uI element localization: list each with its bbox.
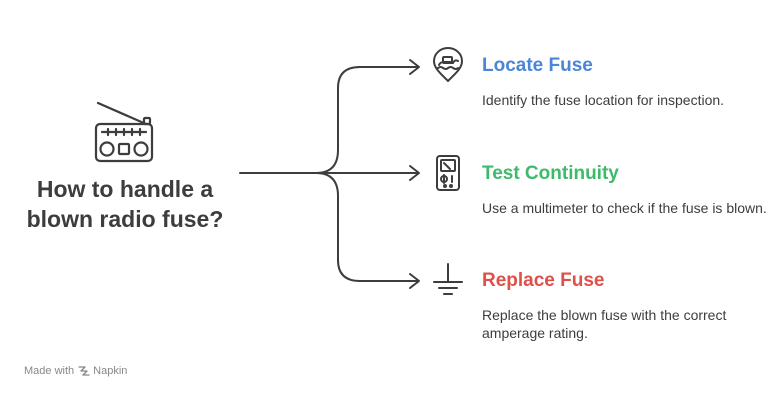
made-with-label: Made with xyxy=(24,365,75,377)
branch-description: Use a multimeter to check if the fuse is… xyxy=(482,200,767,216)
location-pin-icon xyxy=(433,47,463,82)
arrowhead-replace xyxy=(409,273,420,289)
arrowhead-test xyxy=(409,165,420,181)
footer-made-with: Made with Napkin xyxy=(24,365,127,377)
branch-title: Locate Fuse xyxy=(482,55,593,76)
connector-branch-locate xyxy=(315,66,419,174)
branch-title: Replace Fuse xyxy=(482,270,605,291)
branch-title: Test Continuity xyxy=(482,163,619,184)
branch-description: Replace the blown fuse with the correct … xyxy=(482,307,727,341)
branch-description: Identify the fuse location for inspectio… xyxy=(482,92,725,108)
napkin-brand-label: Napkin xyxy=(93,365,128,377)
napkin-brand-link[interactable]: Napkin xyxy=(78,365,127,377)
radio-icon xyxy=(94,101,154,163)
diagram-title: How to handle a blown radio fuse? xyxy=(26,176,224,232)
multimeter-icon xyxy=(436,155,460,191)
arrowhead-locate xyxy=(409,59,420,75)
ground-symbol-icon xyxy=(433,263,463,295)
connector-branch-replace xyxy=(315,172,419,282)
napkin-logo-icon xyxy=(78,366,90,376)
